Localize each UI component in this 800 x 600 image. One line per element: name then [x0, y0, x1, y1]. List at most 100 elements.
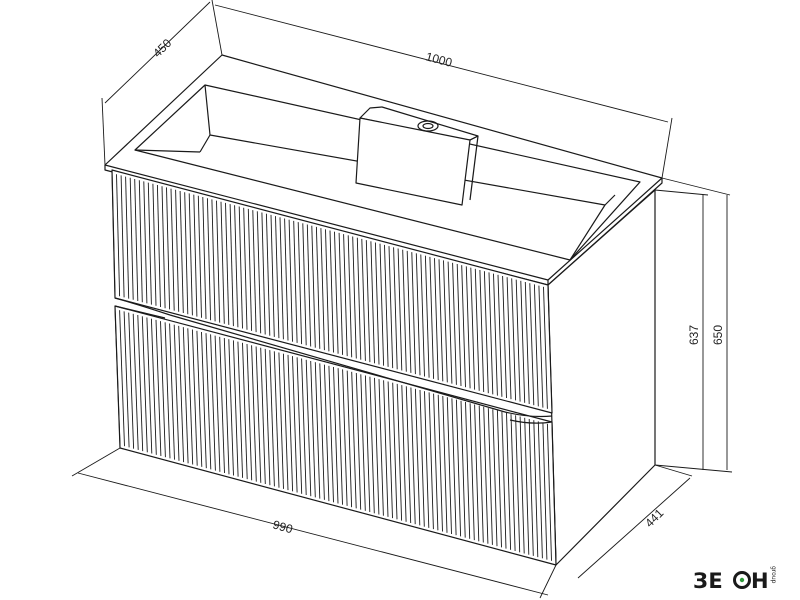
lower-drawer-rib — [501, 411, 507, 549]
lower-drawer-rib — [414, 388, 421, 526]
upper-drawer-rib — [470, 267, 476, 390]
lower-drawer-rib — [319, 363, 325, 500]
upper-drawer-rib — [434, 258, 439, 381]
lower-drawer-rib — [251, 345, 257, 482]
brand-logo-dot — [739, 577, 745, 583]
dim-ext-height-mid — [654, 189, 709, 196]
upper-drawer-rib — [188, 193, 193, 316]
upper-drawer-rib — [225, 202, 230, 325]
lower-drawer-rib — [255, 346, 262, 483]
upper-drawer-rib — [270, 214, 275, 337]
lower-drawer-rib — [305, 359, 312, 497]
lower-drawer-rib — [437, 394, 443, 532]
upper-drawer-rib — [361, 238, 366, 361]
upper-drawer-rib — [261, 212, 266, 335]
upper-drawer-rib — [211, 199, 216, 322]
upper-drawer-rib — [515, 279, 521, 402]
lower-drawer-rib — [237, 341, 244, 478]
upper-drawer-rib — [347, 235, 353, 358]
lower-drawer-rib — [410, 387, 416, 525]
lower-drawer-rib — [310, 360, 316, 498]
dim-line-width-bottom — [77, 472, 549, 596]
upper-drawer-rib — [388, 246, 394, 369]
lower-drawer-rib — [169, 323, 175, 460]
lower-drawer-rib — [146, 317, 153, 454]
lower-drawer-rib — [278, 352, 284, 489]
upper-drawer-rib — [334, 231, 339, 354]
lower-drawer-rib — [478, 405, 484, 543]
upper-drawer-rib — [134, 178, 139, 302]
lower-drawer-rib — [510, 414, 516, 552]
dimension-lines — [71, 0, 733, 599]
lower-drawer-rib — [492, 409, 498, 547]
lower-drawer-rib — [469, 403, 475, 541]
upper-drawer-rib — [288, 219, 293, 342]
upper-drawer-rib — [252, 210, 257, 333]
lower-drawer-rib — [465, 401, 471, 539]
lower-drawer-rib — [191, 329, 198, 466]
upper-drawer-rib — [524, 281, 530, 405]
upper-drawer-rib — [156, 184, 161, 308]
upper-drawer-rib — [275, 216, 280, 339]
lower-drawer-rib — [346, 370, 353, 508]
upper-drawer-rib — [374, 242, 380, 365]
upper-drawer-rib — [461, 265, 466, 388]
lower-drawer-rib — [246, 343, 253, 481]
upper-drawer-rib — [520, 280, 526, 403]
lower-drawer-rib — [242, 342, 248, 480]
lower-drawer-rib — [210, 334, 216, 471]
upper-drawer-rib — [488, 272, 494, 395]
upper-drawer-rib — [166, 187, 171, 310]
upper-drawer-rib — [493, 273, 498, 396]
lower-drawer-rib — [546, 423, 552, 561]
upper-drawer-rib — [424, 255, 430, 378]
upper-drawer-rib — [179, 190, 184, 314]
upper-drawer-rib — [506, 277, 512, 400]
lower-drawer-rib — [333, 366, 339, 504]
upper-drawer-rib — [438, 259, 444, 382]
tap-hole — [417, 120, 439, 132]
upper-drawer-rib — [234, 205, 239, 328]
lower-drawer-rib — [260, 347, 266, 485]
lower-drawer-rib — [455, 399, 462, 537]
lower-drawer-rib — [405, 386, 412, 524]
basin-bowl-front-left — [134, 149, 201, 153]
brand-logo-o — [733, 571, 751, 589]
lower-drawer-rib — [528, 418, 534, 556]
basin-rim — [134, 84, 641, 261]
lower-drawer-rib — [141, 316, 148, 453]
upper-drawer-rib — [365, 240, 371, 363]
upper-drawer-rib — [116, 174, 121, 297]
upper-drawer-rib — [197, 195, 202, 318]
lower-drawer-rib — [428, 392, 434, 530]
upper-drawer-rib — [479, 269, 485, 393]
lower-drawer-rib — [419, 389, 425, 527]
upper-drawer-rib — [406, 250, 412, 373]
lower-drawer-rib — [114, 308, 121, 446]
upper-drawer-rib — [206, 198, 212, 321]
upper-drawer-rib — [306, 224, 312, 347]
lower-drawer-rib — [164, 322, 171, 459]
brand-logo: ЗЕ Н group — [693, 566, 777, 593]
upper-drawer-rib — [265, 213, 271, 336]
dim-label-height-inner: 637 — [687, 325, 701, 345]
upper-drawer-rib — [370, 241, 375, 364]
lower-drawer-rib — [524, 417, 530, 555]
dim-ext-width-bottom-left — [71, 447, 121, 477]
lower-drawer-rib — [451, 398, 457, 536]
dim-line-width-top — [214, 4, 669, 123]
lower-drawer-rib — [173, 324, 180, 461]
lower-drawer-rib — [205, 333, 212, 470]
upper-drawer-rib — [456, 263, 462, 387]
lower-drawer-rib — [132, 313, 139, 450]
lower-drawer-rib — [487, 408, 493, 545]
upper-drawer-rib — [502, 275, 507, 399]
upper-drawer-rib — [170, 188, 175, 311]
upper-drawer-rib — [325, 229, 330, 352]
upper-drawer-rib — [279, 217, 284, 340]
upper-drawer-rib — [220, 201, 225, 324]
upper-drawer-rib — [184, 192, 189, 315]
lower-drawer-rib — [387, 381, 393, 519]
upper-drawer-rib — [284, 218, 289, 341]
